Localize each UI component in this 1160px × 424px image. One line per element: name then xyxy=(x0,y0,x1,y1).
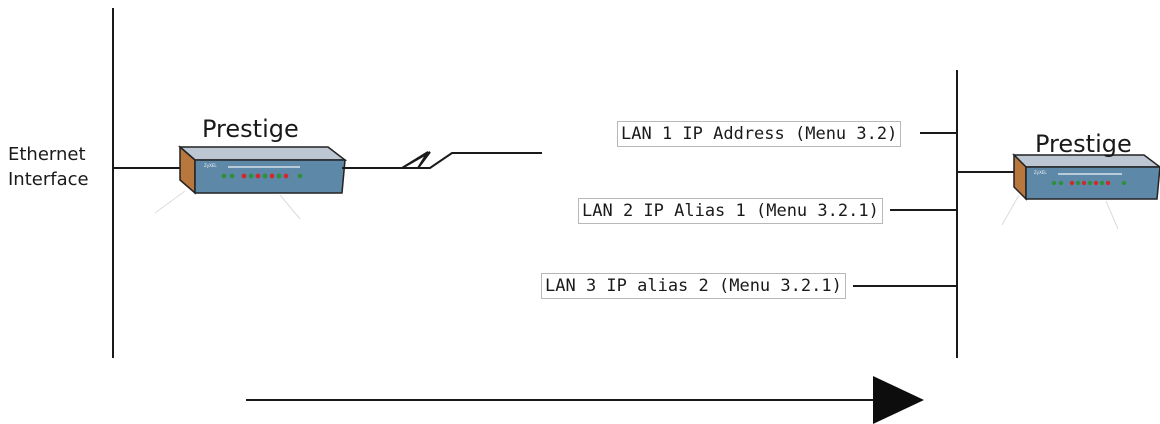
wan-link-zigzag-icon xyxy=(342,151,542,169)
interface-label-line2: Interface xyxy=(8,169,89,190)
interface-label-line1: Ethernet xyxy=(8,144,86,165)
lan3-ip-alias-box: LAN 3 IP alias 2 (Menu 3.2.1) xyxy=(541,273,846,299)
lan1-ip-address-box: LAN 1 IP Address (Menu 3.2) xyxy=(617,121,902,147)
svg-text:ZyXEL: ZyXEL xyxy=(1034,170,1047,175)
router-icon: ZyXEL xyxy=(154,145,348,220)
left-device-label: Prestige xyxy=(202,115,299,143)
ethernet-interface-label: Ethernet Interface xyxy=(8,142,89,192)
lan2-ip-alias-box: LAN 2 IP Alias 1 (Menu 3.2.1) xyxy=(578,198,883,224)
router-icon: ZyXEL xyxy=(1001,153,1160,230)
direction-arrow-icon xyxy=(246,376,924,424)
right-device-label: Prestige xyxy=(1035,130,1132,158)
svg-text:ZyXEL: ZyXEL xyxy=(204,163,217,168)
